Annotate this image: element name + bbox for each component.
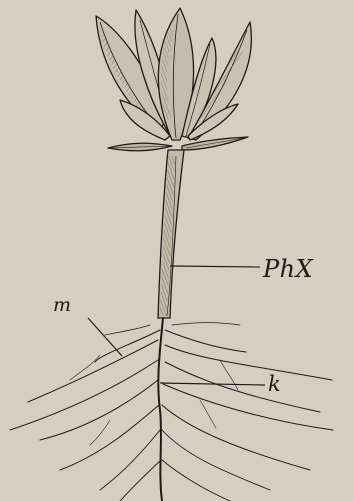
leader-line-m bbox=[88, 318, 122, 356]
flower-head bbox=[96, 8, 251, 151]
label-k: k bbox=[268, 374, 281, 395]
plant-stem bbox=[158, 150, 184, 318]
leader-line-phx bbox=[170, 266, 260, 267]
label-m: m bbox=[53, 296, 71, 315]
label-phx: PhX bbox=[263, 257, 313, 281]
root-system bbox=[10, 318, 333, 501]
